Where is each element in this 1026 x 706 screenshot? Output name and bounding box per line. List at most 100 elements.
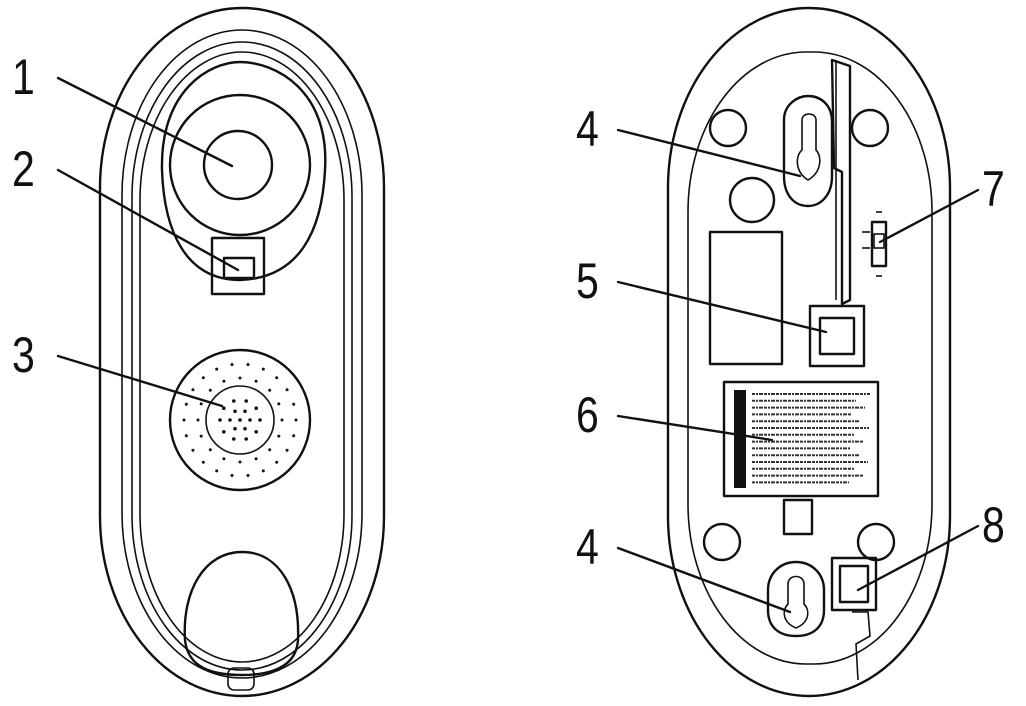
callout-4-top: 4: [576, 101, 599, 157]
callout-7: 7: [982, 161, 1005, 217]
callout-8: 8: [982, 497, 1005, 553]
microphone-hole: [218, 418, 222, 422]
microphone-hole: [199, 434, 203, 438]
microphone-hole: [275, 376, 279, 380]
microphone-hole: [292, 434, 296, 438]
microphone-hole: [280, 418, 284, 422]
recess-panel: [708, 230, 784, 366]
earpiece-housing: [160, 60, 327, 282]
microphone-hole: [191, 388, 195, 392]
microphone-inner-ring: [205, 385, 275, 455]
keyhole-slot: [796, 113, 821, 181]
rubber-foot: [850, 108, 890, 148]
microphone-hole: [254, 457, 258, 461]
back-outer-shell: [666, 6, 952, 698]
info-label: [722, 380, 880, 498]
handset-jack: [830, 556, 878, 612]
hook-switch-key: [222, 256, 256, 280]
callout-3: 3: [12, 327, 35, 383]
connector-tab: [782, 498, 814, 536]
microphone-hole: [277, 402, 281, 406]
side-rail: [830, 58, 852, 306]
microphone-hole: [215, 469, 219, 473]
microphone-hole: [285, 388, 289, 392]
leader-line-8: [856, 524, 980, 592]
microphone-hole: [230, 363, 234, 367]
handset-jack-socket: [838, 564, 870, 604]
callout-6: 6: [576, 387, 599, 443]
microphone-hole: [238, 376, 242, 380]
microphone-hole: [222, 379, 226, 383]
leader-line-2: [56, 168, 240, 272]
front-inner-rim-2: [131, 41, 353, 671]
rubber-foot: [702, 522, 742, 562]
microphone-hole: [208, 388, 212, 392]
line-jack-socket: [818, 316, 856, 356]
callout-1: 1: [12, 49, 35, 105]
microphone-hole: [261, 469, 265, 473]
info-label-band: [734, 390, 746, 488]
cord-clip: [227, 667, 255, 691]
front-inner-rim-1: [121, 29, 363, 679]
microphone-hole: [244, 399, 248, 403]
leader-lines: [56, 76, 980, 614]
wall-mount-keyhole-bottom: [766, 560, 826, 638]
callout-5: 5: [576, 253, 599, 309]
bottom-grip: [183, 550, 300, 677]
microphone-hole: [244, 437, 248, 441]
leader-line-3: [56, 354, 224, 408]
info-label-text: [752, 393, 870, 484]
front-view: [98, 6, 386, 698]
leader-line-4b: [616, 546, 792, 614]
microphone-hole: [254, 406, 258, 411]
microphone-hole: [268, 448, 272, 452]
hook-switch-frame: [210, 236, 266, 296]
rubber-foot: [708, 108, 748, 148]
microphone-hole: [233, 426, 237, 431]
rubber-foot: [856, 522, 896, 562]
microphone-hole: [238, 418, 242, 422]
microphone-hole: [208, 448, 212, 452]
earpiece-cup: [202, 129, 274, 201]
leader-line-7: [878, 188, 980, 244]
microphone-hole: [199, 402, 203, 406]
earpiece-ring: [168, 93, 312, 237]
microphone-hole: [294, 418, 298, 422]
leader-line-6: [616, 414, 774, 442]
microphone-hole: [292, 402, 296, 406]
keyhole-slot: [783, 575, 809, 629]
microphone-hole: [243, 409, 247, 414]
microphone-holes: [182, 363, 298, 477]
microphone-hole: [230, 473, 234, 477]
microphone-hole: [222, 430, 226, 434]
microphone-hole: [275, 460, 279, 464]
microphone-hole: [228, 418, 232, 422]
screw-boss: [728, 176, 776, 224]
microphone-hole: [201, 376, 205, 380]
callout-2: 2: [12, 141, 35, 197]
wall-mount-keyhole-top: [782, 94, 834, 208]
leader-line-4a: [616, 128, 802, 178]
front-inner-rim-3: [139, 51, 345, 663]
microphone-hole: [184, 402, 188, 406]
microphone-hole: [201, 460, 205, 464]
back-inner-rim: [687, 51, 933, 665]
microphone-hole: [277, 434, 281, 438]
microphone-hole: [222, 457, 226, 461]
microphone-disc: [168, 348, 312, 492]
microphone-hole: [191, 448, 195, 452]
microphone-hole: [246, 473, 250, 477]
line-jack: [808, 304, 866, 368]
back-view: [666, 6, 952, 698]
ringer-switch: [870, 220, 888, 268]
microphone-hole: [184, 434, 188, 438]
microphone-hole: [232, 437, 236, 441]
microphone-hole: [182, 418, 186, 422]
microphone-hole: [196, 418, 200, 422]
callout-4-bottom: 4: [576, 519, 599, 575]
microphone-hole: [248, 418, 252, 422]
microphone-hole: [254, 379, 258, 383]
leader-line-5: [616, 280, 828, 334]
microphone-hole: [261, 367, 265, 371]
